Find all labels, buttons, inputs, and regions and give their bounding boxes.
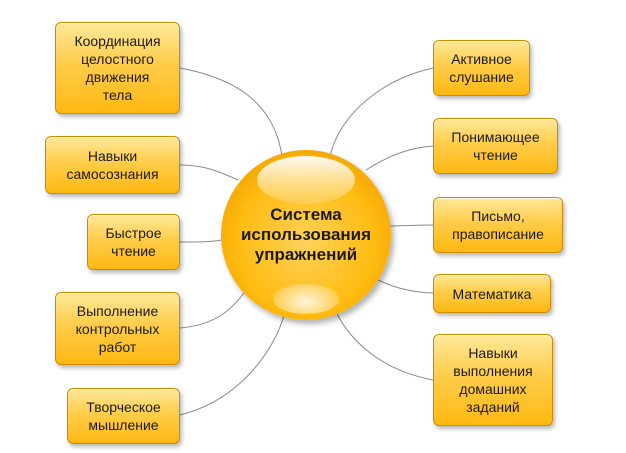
connector-creative-thinking xyxy=(179,311,286,416)
node-comprehension: Понимающее чтение xyxy=(433,118,558,174)
central-highlight-top xyxy=(257,156,355,204)
connector-homework xyxy=(335,311,434,381)
node-speed-reading: Быстрое чтение xyxy=(87,214,180,270)
connector-comprehension xyxy=(365,145,434,171)
connector-writing xyxy=(389,224,434,227)
node-coordination: Координация целостного движения тела xyxy=(55,22,180,114)
connector-active-listening xyxy=(329,67,434,157)
node-writing: Письмо, правописание xyxy=(433,197,563,253)
node-active-listening: Активное слушание xyxy=(433,40,530,96)
node-homework: Навыки выполнения домашних заданий xyxy=(433,334,553,426)
connector-coordination xyxy=(179,67,283,157)
connector-self-awareness xyxy=(179,164,239,181)
node-creative-thinking: Творческое мышление xyxy=(67,388,180,444)
node-math: Математика xyxy=(433,274,551,313)
central-topic: Система использования упражнений xyxy=(221,150,391,320)
node-self-awareness: Навыки самосознания xyxy=(45,136,180,194)
central-highlight-bottom xyxy=(273,284,339,314)
connector-speed-reading xyxy=(179,239,223,243)
connector-tests xyxy=(179,289,247,329)
node-tests: Выполнение контрольных работ xyxy=(55,292,180,365)
connector-math xyxy=(373,277,434,294)
central-topic-label: Система использования упражнений xyxy=(240,205,372,264)
